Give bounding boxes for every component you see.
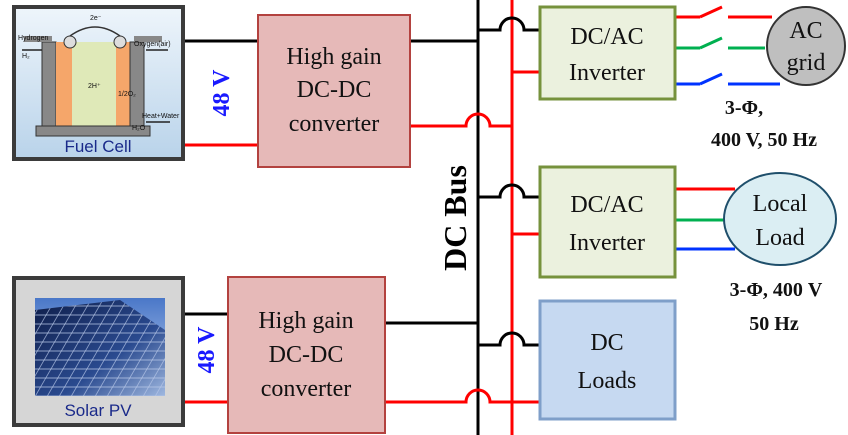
local-load-spec1: 3-Φ, 400 V	[730, 279, 823, 301]
converter-bottom-line2: DC-DC	[269, 342, 344, 368]
local-load-spec2: 50 Hz	[749, 313, 799, 335]
o2-label: 1/2O₂	[118, 91, 136, 98]
dc-loads: DC Loads	[540, 301, 675, 419]
converter-top-voltage: 48 V	[209, 69, 235, 117]
local-load: Local Load	[724, 173, 836, 265]
fuel-cell-caption: Fuel Cell	[64, 137, 131, 156]
converter-top-line1: High gain	[286, 44, 381, 70]
oxygen-label: Oxygen(air)	[134, 41, 171, 48]
dc-loads-line1: DC	[590, 330, 623, 356]
h2o-label: H₂O	[132, 125, 146, 132]
h2-label: H₂	[22, 53, 30, 60]
fuel-cell: Hydrogen Oxygen(air) 2e⁻ 2H⁺ Heat+Water …	[14, 7, 183, 159]
solar-panel-illustration	[35, 298, 165, 396]
converter-top-line3: converter	[289, 111, 380, 137]
ac-grid-spec2: 400 V, 50 Hz	[711, 129, 817, 151]
ac-grid: AC grid	[767, 7, 845, 85]
inverter-middle-line1: DC/AC	[570, 192, 643, 218]
hydrogen-label: Hydrogen	[18, 35, 48, 42]
converter-top-line2: DC-DC	[297, 77, 372, 103]
inverter-top: DC/AC Inverter	[540, 7, 675, 99]
solar-pv-caption: Solar PV	[64, 401, 132, 420]
converter-bottom-voltage: 48 V	[194, 326, 220, 374]
heat-water-label: Heat+Water	[142, 113, 180, 120]
ac-grid-line2: grid	[787, 50, 826, 76]
dc-loads-line2: Loads	[578, 368, 637, 394]
ac-grid-line1: AC	[789, 18, 822, 44]
grid-switches	[675, 7, 780, 84]
ac-grid-spec1: 3-Φ,	[725, 97, 763, 119]
proton-label: 2H⁺	[88, 83, 101, 90]
converter-top: High gain DC-DC converter	[258, 15, 410, 167]
converter-bottom: High gain DC-DC converter	[228, 277, 385, 433]
solar-pv: Solar PV	[14, 278, 183, 425]
converter-bottom-line1: High gain	[258, 308, 353, 334]
electron-label: 2e⁻	[90, 15, 102, 22]
local-load-line1: Local	[753, 191, 808, 217]
inverter-top-line1: DC/AC	[570, 24, 643, 50]
inverter-top-line2: Inverter	[569, 60, 645, 86]
inverter-middle: DC/AC Inverter	[540, 167, 675, 277]
dc-bus-label: DC Bus	[437, 165, 473, 271]
inverter-middle-line2: Inverter	[569, 230, 645, 256]
converter-bottom-line3: converter	[261, 376, 352, 402]
local-load-line2: Load	[755, 225, 804, 251]
